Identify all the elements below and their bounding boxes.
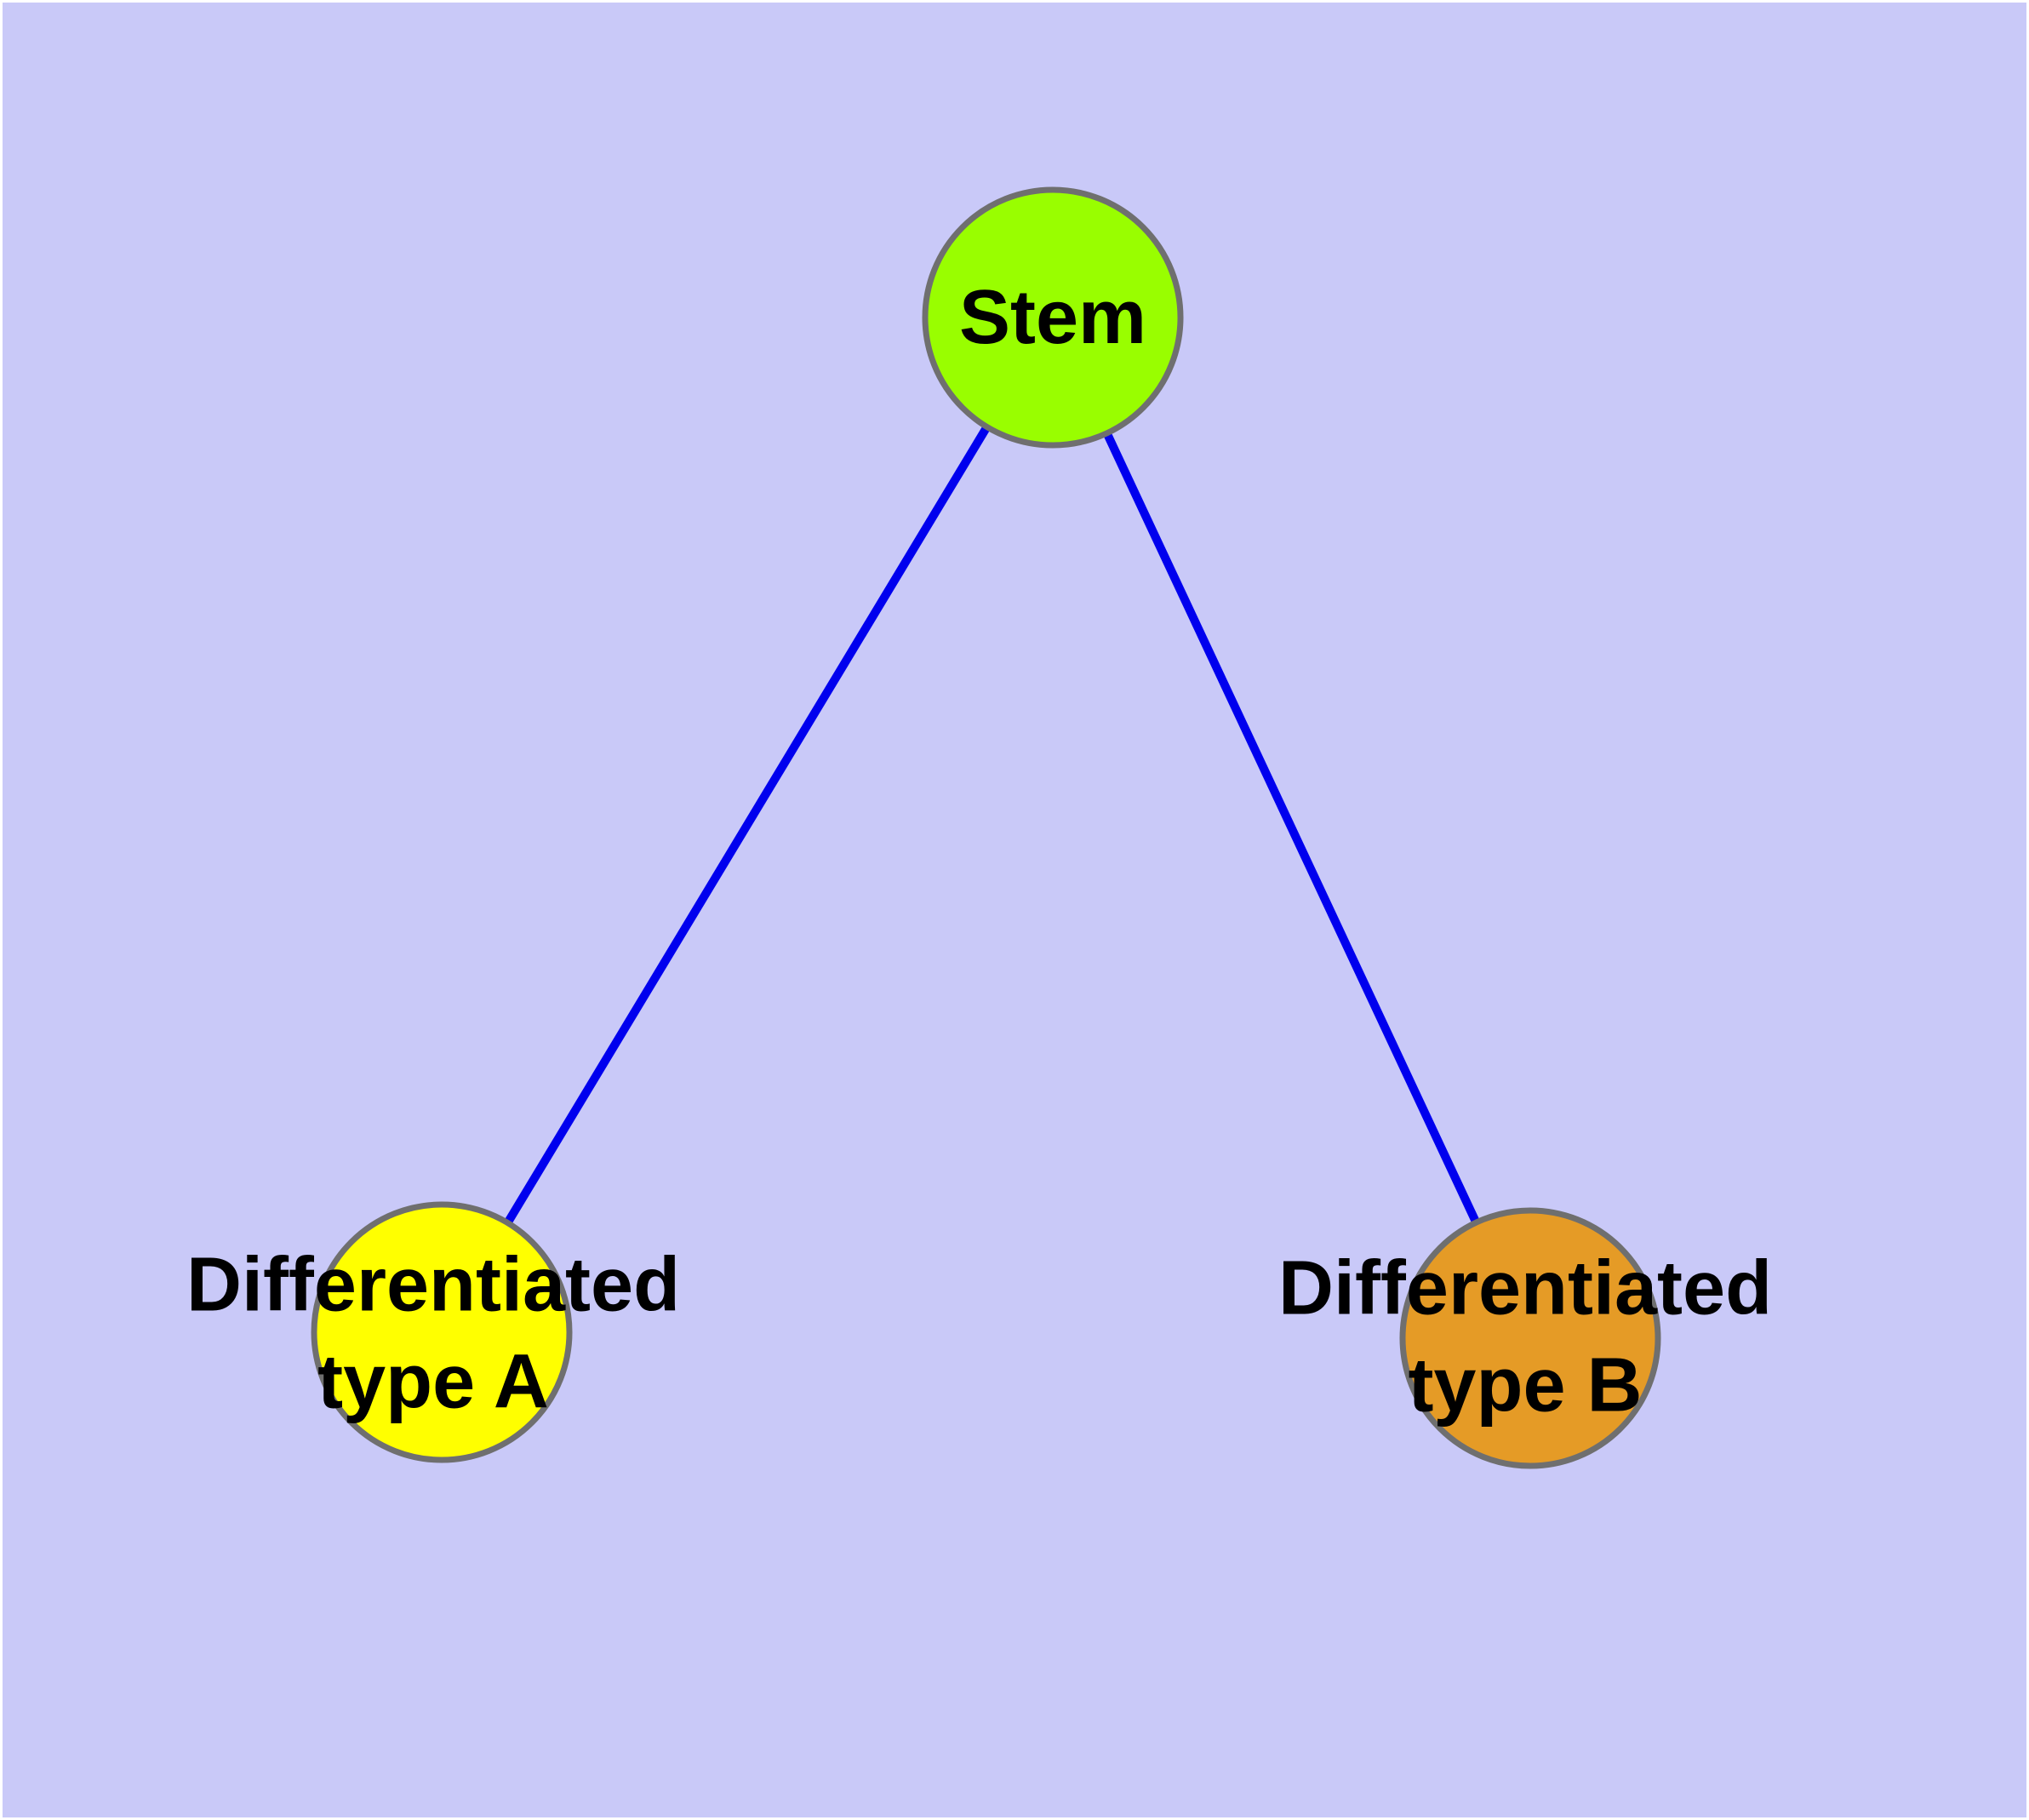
edge-stem-to-type-b [1049, 315, 1535, 1341]
node-stem [922, 186, 1184, 449]
edge-stem-to-type-a [437, 315, 1057, 1335]
node-type-b [1399, 1207, 1661, 1469]
node-type-a [311, 1201, 573, 1463]
